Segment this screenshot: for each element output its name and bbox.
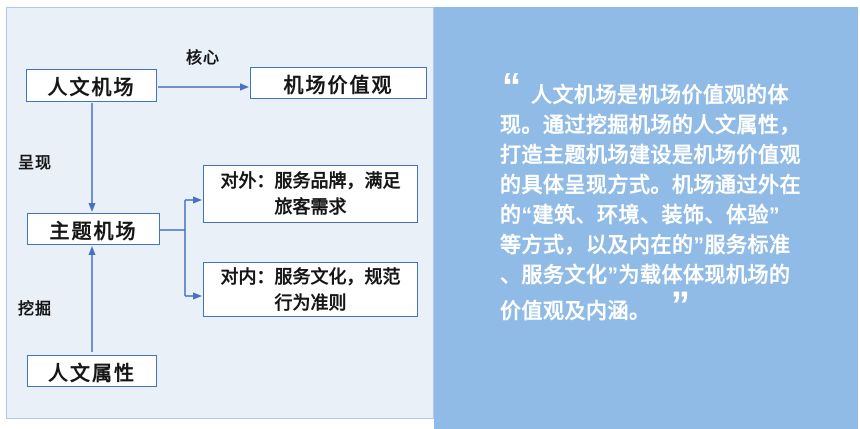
quote-line: 现。通过挖掘机场的人文属性，	[500, 114, 801, 137]
edge-label-core: 核心	[186, 50, 221, 67]
quote-line: 打造主题机场建设是机场价值观	[500, 144, 801, 167]
node-humanistic-attributes: 人文属性	[27, 355, 157, 387]
quote-line: 的具体呈现方式。机场通过外在	[500, 174, 801, 197]
node-internal-service-culture: 对内：服务文化，规范 行为准则	[203, 262, 418, 317]
quote-line: 价值观及内涵。 ”	[500, 285, 691, 328]
quote-text: “ 人文机场是机场价值观的体 现。通过挖掘机场的人文属性， 打造主题机场建设是机…	[500, 66, 836, 328]
quote-line-text: 价值观及内涵。	[500, 300, 651, 323]
quote-line-text: 人文机场是机场价值观的体	[531, 84, 789, 107]
node-airport-values: 机场价值观	[250, 67, 427, 99]
quote-line: 等方式，以及内在的”服务标准	[500, 234, 791, 257]
edge-label-present: 呈现	[18, 155, 53, 172]
quote-line: 的“建筑、环境、装饰、体验”	[500, 204, 780, 227]
node-external-service-brand: 对外：服务品牌，满足 旅客需求	[203, 165, 418, 223]
node-theme-airport: 主题机场	[27, 213, 160, 245]
edge-label-excavate: 挖掘	[18, 301, 53, 318]
quote-line: “ 人文机场是机场价值观的体	[502, 66, 789, 108]
node-humanistic-airport: 人文机场	[26, 69, 157, 102]
quote-line: 、服务文化”为载体体现机场的	[500, 264, 791, 287]
quote-panel: “ 人文机场是机场价值观的体 现。通过挖掘机场的人文属性， 打造主题机场建设是机…	[434, 7, 858, 429]
